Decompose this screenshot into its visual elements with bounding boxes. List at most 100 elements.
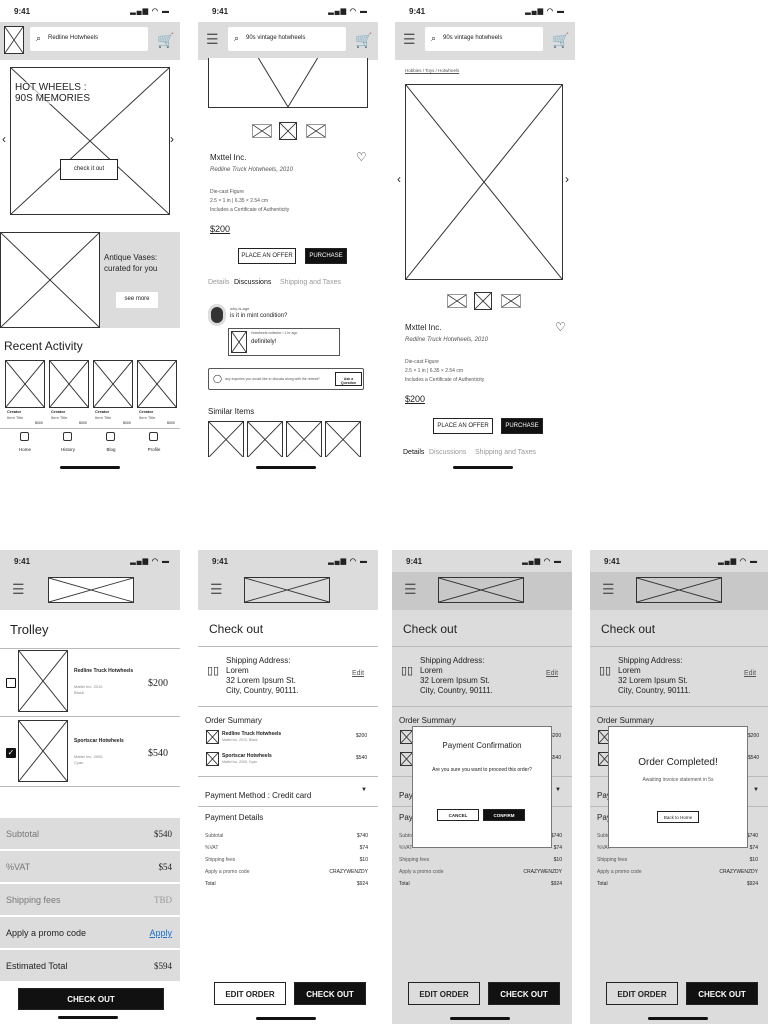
ask-question-input[interactable]: ◯ any inquiries you would like to discus… [208, 368, 364, 390]
recent-item-image[interactable] [5, 360, 45, 408]
menu-icon[interactable]: ☰ [12, 581, 25, 597]
checkout-button[interactable]: CHECK OUT [294, 982, 366, 1005]
nav-home-label[interactable]: Home [18, 447, 31, 452]
promo-title: Antique Vases: curated for you [104, 253, 158, 273]
apply-link[interactable]: Apply [149, 928, 172, 938]
search-icon: ⌕ [431, 33, 437, 43]
logo [438, 577, 524, 603]
thumbnail[interactable] [501, 294, 521, 308]
similar-item[interactable] [208, 421, 244, 457]
thumbnail[interactable] [306, 124, 326, 138]
menu-icon[interactable]: ☰ [210, 581, 223, 597]
tab-details[interactable]: Details [403, 449, 425, 456]
thumbnail[interactable] [474, 292, 492, 310]
search-input[interactable]: ⌕Redline Hotwheels [30, 27, 148, 51]
payment-row-value: CRAZYWENZDY [523, 869, 562, 875]
item-name: Redline Truck Hotwheels [74, 668, 134, 674]
nav-blog-label[interactable]: Blog [106, 447, 116, 452]
favorite-icon[interactable]: ♡ [555, 320, 566, 334]
similar-item[interactable] [247, 421, 283, 457]
edit-address-link[interactable]: Edit [352, 670, 365, 677]
edit-order-button[interactable]: EDIT ORDER [214, 982, 286, 1005]
recent-item-title: Item Title [139, 415, 156, 420]
address-line: City, Country, 90111. [420, 686, 493, 695]
check-it-out-button[interactable]: check it out [60, 159, 118, 180]
thumbnail[interactable] [447, 294, 467, 308]
recent-item-image[interactable] [93, 360, 133, 408]
edit-address-link[interactable]: Edit [546, 670, 559, 677]
edit-order-button[interactable]: EDIT ORDER [606, 982, 678, 1005]
address-line: Lorem [618, 666, 641, 675]
detail-line: Die-cast Figure [405, 359, 439, 365]
similar-item[interactable] [286, 421, 322, 457]
cart-icon[interactable]: 🛒 [157, 32, 175, 48]
image-prev-icon[interactable]: ‹ [397, 172, 401, 186]
total-label: Estimated Total [6, 961, 68, 971]
cart-icon[interactable]: 🛒 [355, 32, 373, 48]
payment-method-select[interactable]: Payment Method : Credit card▼ [205, 785, 371, 800]
product-image [405, 84, 563, 280]
cancel-button[interactable]: CANCEL [437, 809, 479, 821]
item-checkbox[interactable]: ✓ [6, 748, 16, 758]
menu-icon[interactable]: ☰ [403, 31, 416, 47]
nav-home-icon[interactable] [20, 432, 29, 441]
summary-item-price: $540 [748, 755, 760, 761]
total-label: %VAT [6, 862, 31, 872]
search-input[interactable]: ⌕90s vintage hotwheels [228, 27, 346, 51]
nav-profile-icon[interactable] [149, 432, 158, 441]
tab-discussions[interactable]: Discussions [429, 449, 467, 456]
recent-item-image[interactable] [49, 360, 89, 408]
payment-row-value: $924 [746, 881, 758, 887]
checkout-button[interactable]: CHECK OUT [686, 982, 758, 1005]
breadcrumb: Hobbies / Toys / Hotwheels [405, 68, 460, 73]
tab-details[interactable]: Details [208, 279, 230, 286]
edit-address-link[interactable]: Edit [744, 670, 757, 677]
address-line: 32 Lorem Ipsum St. [420, 676, 490, 685]
menu-icon[interactable]: ☰ [602, 581, 615, 597]
tab-shipping[interactable]: Shipping and Taxes [280, 279, 341, 286]
checkout-button[interactable]: CHECK OUT [488, 982, 560, 1005]
hero-banner[interactable]: HOT WHEELS : 90S MEMORIES check it out [10, 67, 170, 215]
menu-icon[interactable]: ☰ [404, 581, 417, 597]
total-value: $54 [158, 862, 173, 872]
ask-question-button[interactable]: Ask a Question [335, 372, 362, 386]
recent-item-creator: Creator [7, 409, 22, 414]
similar-item[interactable] [325, 421, 361, 457]
hero-next-icon[interactable]: › [170, 132, 174, 146]
header: ☰ ⌕90s vintage hotwheels 🛒 [198, 22, 378, 60]
search-input[interactable]: ⌕90s vintage hotwheels [425, 27, 543, 51]
search-icon: ⌕ [234, 33, 240, 43]
nav-history-icon[interactable] [63, 432, 72, 441]
confirm-button[interactable]: CONFIRM [483, 809, 525, 821]
recent-item-price: $000 [79, 421, 87, 425]
edit-order-button[interactable]: EDIT ORDER [408, 982, 480, 1005]
checkout-button[interactable]: CHECK OUT [18, 988, 164, 1010]
favorite-icon[interactable]: ♡ [356, 150, 367, 164]
place-offer-button[interactable]: PLACE AN OFFER [238, 248, 296, 264]
purchase-button[interactable]: PURCHASE [305, 248, 347, 264]
nav-history-label[interactable]: History [60, 447, 75, 452]
nav-blog-icon[interactable] [106, 432, 115, 441]
thumbnail[interactable] [279, 122, 297, 140]
payment-row-value: $740 [746, 833, 758, 839]
hero-prev-icon[interactable]: ‹ [2, 132, 6, 146]
cart-icon[interactable]: 🛒 [552, 32, 570, 48]
place-offer-button[interactable]: PLACE AN OFFER [433, 418, 493, 434]
image-next-icon[interactable]: › [565, 172, 569, 186]
see-more-button[interactable]: see more [116, 292, 158, 308]
tab-discussions[interactable]: Discussions [234, 279, 272, 286]
thumbnail[interactable] [252, 124, 272, 138]
nav-profile-label[interactable]: Profile [147, 447, 161, 452]
status-bar: 9:41▂▄▆ ◠ ▬ [409, 7, 565, 16]
item-checkbox[interactable] [6, 678, 16, 688]
trolley-screen: 9:41▂▄▆ ◠ ▬ ☰ Trolley Redline Truck Hotw… [0, 550, 180, 1024]
back-to-home-button[interactable]: Back to Home [657, 811, 699, 823]
recent-item-image[interactable] [137, 360, 177, 408]
tab-shipping[interactable]: Shipping and Taxes [475, 449, 536, 456]
payment-row-label: Total [205, 881, 216, 887]
status-bar: 9:41▂▄▆ ◠ ▬ [392, 550, 572, 572]
menu-icon[interactable]: ☰ [206, 31, 219, 47]
purchase-button[interactable]: PURCHASE [501, 418, 543, 434]
item-price: $200 [148, 678, 168, 689]
